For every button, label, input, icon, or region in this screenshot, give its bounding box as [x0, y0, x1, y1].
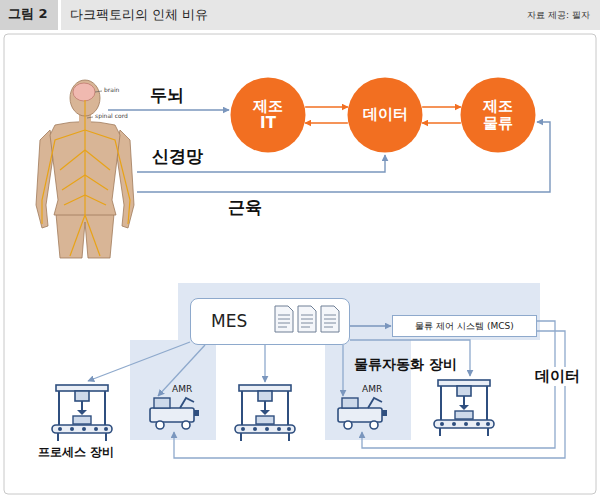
connector	[350, 325, 391, 327]
leader-line	[95, 91, 102, 92]
panel-frame	[4, 34, 596, 494]
data-circle: 데이터	[347, 77, 423, 153]
connector	[422, 122, 461, 124]
system-region	[130, 283, 540, 440]
analogy-label: 두뇌	[150, 86, 184, 106]
process-circle: 제조 IT	[230, 77, 306, 153]
device-label: AMR	[172, 384, 192, 394]
device-label: AMR	[362, 384, 382, 394]
mes-links	[88, 340, 470, 396]
leader-line	[87, 117, 93, 118]
source-note: 자료 제공: 필자	[527, 10, 590, 20]
analogy-label: 신경망	[152, 147, 203, 167]
human-body	[36, 80, 134, 258]
group-label: 프로세스 장비	[38, 446, 114, 460]
amr-equipment	[150, 398, 387, 429]
node-text: 제조 IT	[245, 98, 292, 133]
node-text: MES	[211, 312, 247, 332]
figure-title: 다크팩토리의 인체 비유	[70, 8, 208, 23]
group-label: 물류자동화 장비	[354, 356, 457, 372]
system-box: MES	[190, 298, 350, 345]
circle-fill	[231, 78, 306, 153]
node-text: 데이터	[363, 106, 408, 123]
logistics-circle: 제조 물류	[460, 77, 536, 153]
circle-fill	[461, 78, 536, 153]
connector	[422, 106, 461, 108]
part-label: spinal cord	[95, 113, 128, 120]
node-text: 물류 제어 시스템 (MCS)	[415, 321, 513, 331]
flow-label: 데이터	[532, 367, 583, 386]
connector	[305, 122, 348, 124]
part-label: brain	[104, 87, 119, 94]
process-equipment	[52, 380, 494, 441]
header-band	[0, 0, 600, 30]
system-box: 물류 제어 시스템 (MCS)	[392, 315, 537, 337]
node-text: 제조 물류	[475, 98, 522, 133]
figure-number: 그림 2	[8, 7, 48, 22]
analogy-label: 근육	[228, 198, 262, 218]
circle-fill	[348, 78, 423, 153]
connector	[305, 106, 348, 108]
